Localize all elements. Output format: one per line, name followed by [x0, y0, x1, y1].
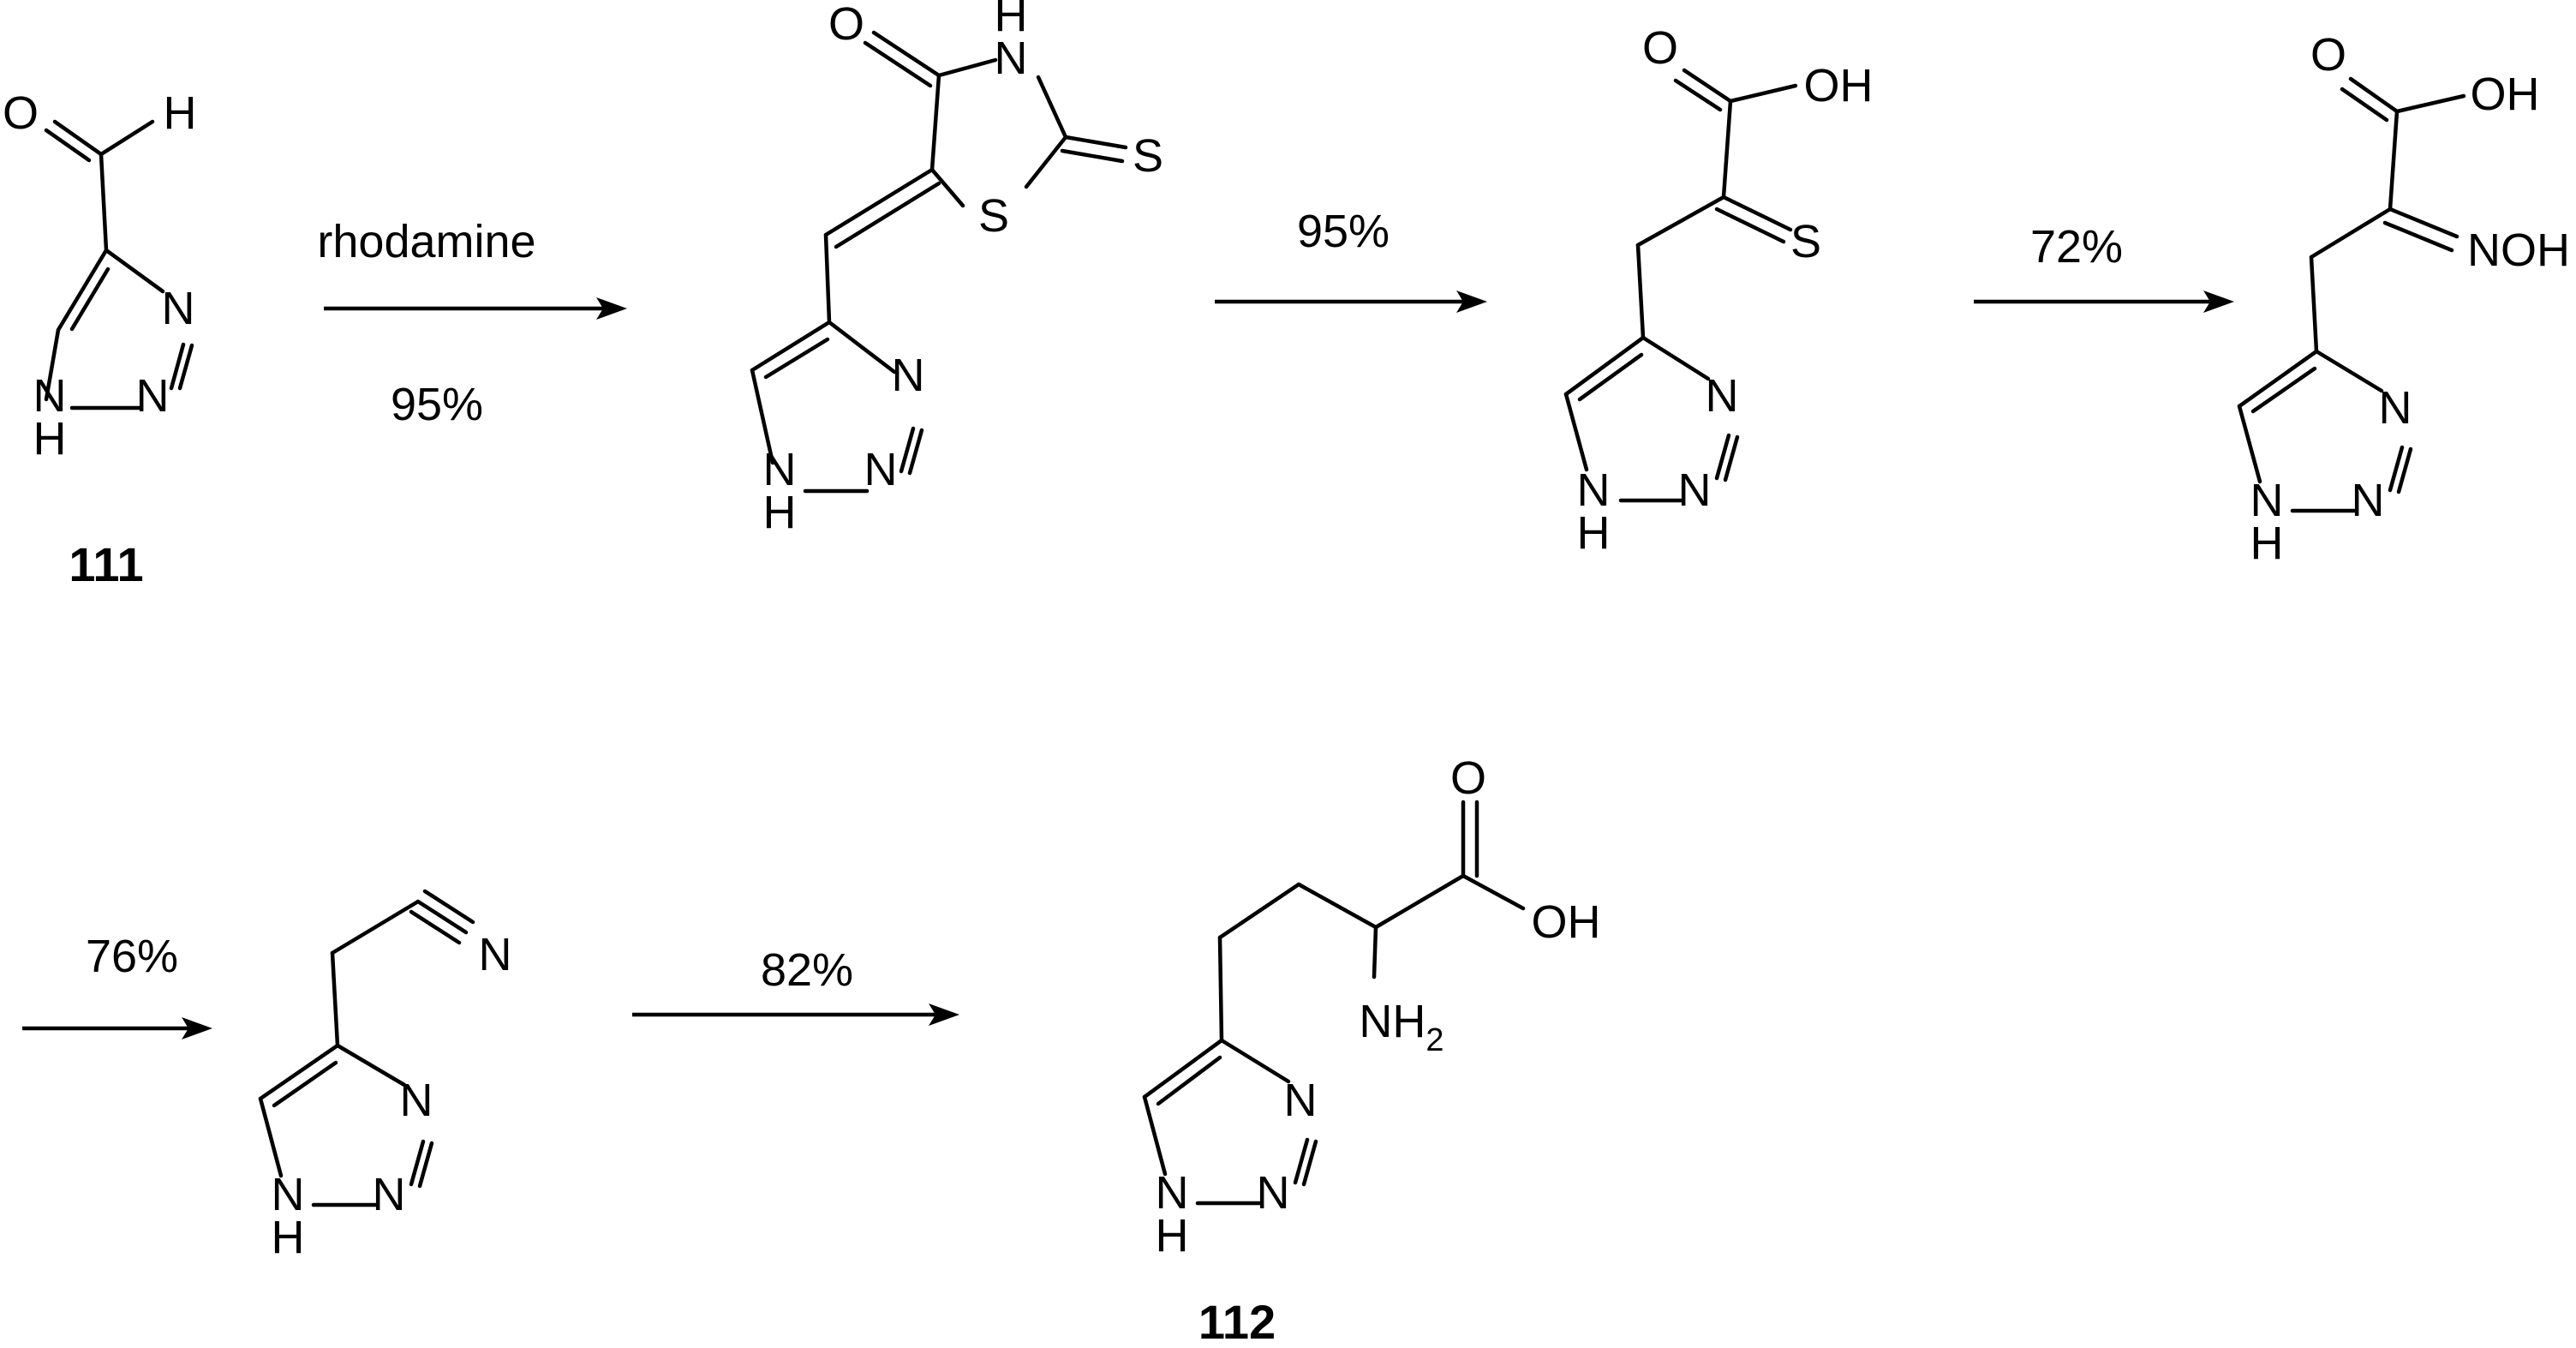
- atom-H: H: [1577, 507, 1611, 559]
- structure-thioxo-acid: O OH S N N N H: [1563, 22, 1874, 559]
- atom-N: N: [400, 1075, 433, 1126]
- atom-N: N: [1284, 1075, 1318, 1126]
- atom-N: N: [136, 370, 170, 422]
- atom-N: N: [995, 33, 1028, 84]
- compound-label-112: 112: [1198, 1295, 1276, 1348]
- atom-N: N: [1706, 370, 1739, 422]
- reaction-arrow-2: [1215, 291, 1487, 313]
- structure-112: O OH NH2 N N N H: [1142, 752, 1601, 1261]
- reaction-arrow-1: [324, 297, 627, 320]
- atom-H: H: [2250, 518, 2284, 569]
- atom-H: H: [763, 487, 797, 538]
- compound-label-111: 111: [69, 537, 143, 591]
- atom-N: N: [892, 350, 925, 401]
- atom-N: N: [1678, 464, 1712, 516]
- step-1-reagent: rhodamine: [317, 216, 535, 267]
- atom-NOH: NOH: [2467, 225, 2570, 276]
- atom-N: N: [1577, 464, 1611, 516]
- atom-O: O: [1642, 22, 1678, 74]
- atom-N: N: [479, 929, 512, 980]
- step-3-yield: 72%: [2030, 221, 2123, 273]
- step-4-yield: 76%: [86, 931, 178, 982]
- step-5-yield: 82%: [761, 944, 853, 996]
- structure-111: O H N N N H: [3, 87, 197, 464]
- atom-N: N: [2352, 475, 2385, 526]
- atom-H: H: [1156, 1210, 1189, 1261]
- step-1-yield: 95%: [391, 379, 483, 430]
- reaction-arrow-3: [1974, 291, 2234, 313]
- atom-N: N: [272, 1169, 305, 1220]
- reaction-arrow-4: [22, 1017, 212, 1039]
- atom-OH: OH: [1532, 896, 1601, 948]
- structure-rhodanine-adduct: O N H S S N N N H: [750, 0, 1163, 538]
- atom-N: N: [2250, 475, 2284, 526]
- atom-S: S: [1133, 130, 1163, 182]
- atom-N: N: [864, 444, 898, 495]
- atom-N: N: [1257, 1167, 1290, 1219]
- atom-O: O: [1450, 752, 1486, 804]
- reaction-arrow-5: [632, 1004, 959, 1026]
- atom-H: H: [33, 413, 67, 464]
- atom-OH: OH: [2471, 69, 2540, 120]
- atom-O: O: [828, 0, 864, 50]
- atom-NH2: NH2: [1359, 996, 1443, 1058]
- atom-S: S: [978, 190, 1009, 242]
- atom-N: N: [2379, 382, 2412, 434]
- atom-S: S: [1790, 216, 1821, 267]
- step-2-yield: 95%: [1297, 206, 1390, 257]
- atom-O: O: [3, 87, 39, 139]
- structure-oxime-acid: O OH NOH N N N H: [2237, 29, 2570, 569]
- atom-N: N: [33, 370, 67, 422]
- atom-N: N: [763, 444, 797, 495]
- atom-N: N: [162, 283, 195, 334]
- atom-OH: OH: [1804, 60, 1874, 111]
- atom-H: H: [164, 87, 197, 139]
- atom-N: N: [373, 1169, 406, 1220]
- structure-nitrile: N N N N H: [258, 889, 512, 1263]
- atom-H: H: [272, 1212, 305, 1263]
- atom-O: O: [2310, 29, 2346, 81]
- atom-H: H: [995, 0, 1028, 41]
- atom-N: N: [1156, 1167, 1189, 1219]
